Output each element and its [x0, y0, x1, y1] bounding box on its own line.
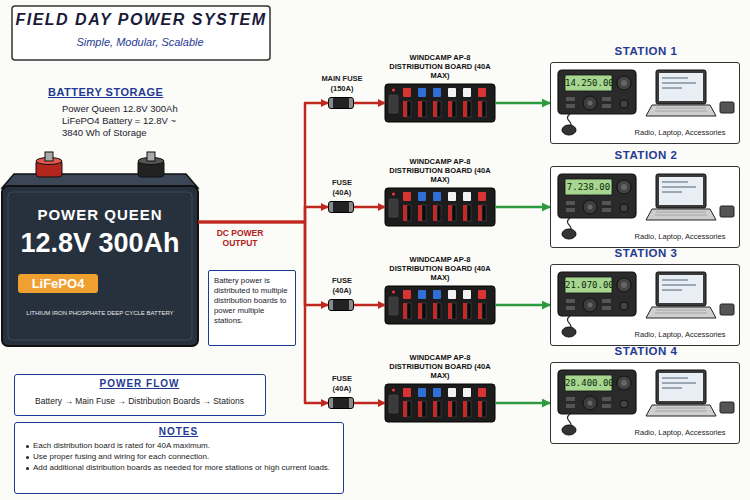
distribution-board: WINDCAMP AP-8 DISTRIBUTION BOARD (40A MA… — [385, 188, 495, 226]
power-wire — [354, 304, 385, 307]
distribution-board: WINDCAMP AP-8 DISTRIBUTION BOARD (40A MA… — [385, 286, 495, 324]
station-heading: STATION 2 — [551, 149, 741, 161]
station-caption: Radio, Laptop, Accessories — [621, 330, 739, 339]
note-item: Add additional distribution boards as ne… — [25, 463, 337, 474]
feed-arrow — [495, 206, 550, 209]
power-flow-box: POWER FLOW Battery → Main Fuse → Distribu… — [14, 374, 266, 416]
negative-terminal — [138, 152, 164, 177]
board-heading: WINDCAMP AP-8 DISTRIBUTION BOARD (40A MA… — [388, 255, 492, 282]
board-illustration — [385, 286, 495, 324]
power-flow-heading: POWER FLOW — [15, 378, 264, 389]
battery-node: POWER QUEEN 12.8V 300AhLiFePO4LITHIUM IRO… — [2, 186, 198, 346]
station-box: STATION 3Radio, Laptop, Accessories — [550, 264, 740, 346]
feed-arrow — [495, 102, 550, 105]
station-caption: Radio, Laptop, Accessories — [621, 428, 739, 437]
board-heading: WINDCAMP AP-8 DISTRIBUTION BOARD (40A MA… — [388, 53, 492, 80]
distribution-board: WINDCAMP AP-8 DISTRIBUTION BOARD (40A MA… — [385, 84, 495, 122]
subtitle: Simple, Modular, Scalable — [40, 36, 240, 48]
bullet-dot — [26, 445, 29, 448]
positive-terminal — [36, 152, 62, 177]
board-heading: WINDCAMP AP-8 DISTRIBUTION BOARD (40A MA… — [388, 157, 492, 184]
station-caption: Radio, Laptop, Accessories — [621, 232, 739, 241]
power-wire — [354, 402, 385, 405]
bullet-dot — [26, 456, 29, 459]
power-wire — [354, 206, 385, 209]
info-text: Battery power is distributed to multiple… — [214, 276, 290, 326]
board-heading: WINDCAMP AP-8 DISTRIBUTION BOARD (40A MA… — [388, 353, 492, 380]
power-flow-text: Battery → Main Fuse → Distribution Board… — [18, 396, 261, 406]
frequency-display: 21.070.00 — [565, 277, 612, 293]
fuse-node: FUSE (40A) — [328, 201, 354, 213]
station-box: STATION 1Radio, Laptop, Accessories — [550, 62, 740, 144]
feed-arrow — [495, 402, 550, 405]
station-box: STATION 4Radio, Laptop, Accessories — [550, 362, 740, 444]
fuse-node: FUSE (40A) — [328, 397, 354, 409]
note-item: Each distribution board is rated for 40A… — [25, 441, 337, 452]
frequency-display: 28.400.00 — [565, 375, 612, 391]
station-heading: STATION 3 — [551, 247, 741, 259]
fuse-label: MAIN FUSE (150A) — [312, 74, 372, 93]
frequency-display: 7.238.00 — [565, 179, 612, 195]
info-box: Battery power is distributed to multiple… — [208, 270, 296, 346]
battery-body — [2, 186, 198, 346]
board-illustration — [385, 384, 495, 422]
power-wire — [198, 207, 328, 222]
section-heading: BATTERY STORAGE — [48, 86, 178, 98]
distribution-board: WINDCAMP AP-8 DISTRIBUTION BOARD (40A MA… — [385, 384, 495, 422]
battery-type-text: LITHIUM IRON PHOSPHATE DEEP CYCLE BATTER… — [10, 310, 190, 316]
notes-box: NOTES Each distribution board is rated fo… — [14, 422, 344, 494]
brand-text: POWER QUEEN — [2, 206, 198, 223]
battery-description: Power Queen 12.8V 300Ah LiFePO4 Battery … — [62, 103, 182, 139]
chemistry-badge: LiFePO4 — [18, 274, 98, 293]
title-frame — [12, 6, 270, 60]
power-wire — [198, 103, 328, 222]
board-illustration — [385, 84, 495, 122]
fuse-label: FUSE (40A) — [322, 374, 362, 393]
note-item: Use proper fusing and wiring for each co… — [25, 452, 337, 463]
fuse-label: FUSE (40A) — [322, 276, 362, 295]
station-box: STATION 2Radio, Laptop, Accessories — [550, 166, 740, 248]
power-wire — [354, 102, 385, 105]
board-illustration — [385, 188, 495, 226]
bullet-dot — [26, 467, 29, 470]
fuse-label: FUSE (40A) — [322, 178, 362, 197]
feed-arrow — [495, 304, 550, 307]
wire-label: DC POWER OUTPUT — [210, 228, 270, 248]
fuse-node: MAIN FUSE (150A) — [328, 97, 354, 109]
station-heading: STATION 1 — [551, 45, 741, 57]
station-heading: STATION 4 — [551, 345, 741, 357]
frequency-display: 14.250.00 — [565, 75, 612, 91]
station-caption: Radio, Laptop, Accessories — [621, 128, 739, 137]
diagram-title: FIELD DAY POWER SYSTEM — [14, 11, 268, 29]
notes-heading: NOTES — [15, 426, 342, 437]
fuse-node: FUSE (40A) — [328, 299, 354, 311]
rating-text: 12.8V 300Ah — [2, 228, 198, 259]
